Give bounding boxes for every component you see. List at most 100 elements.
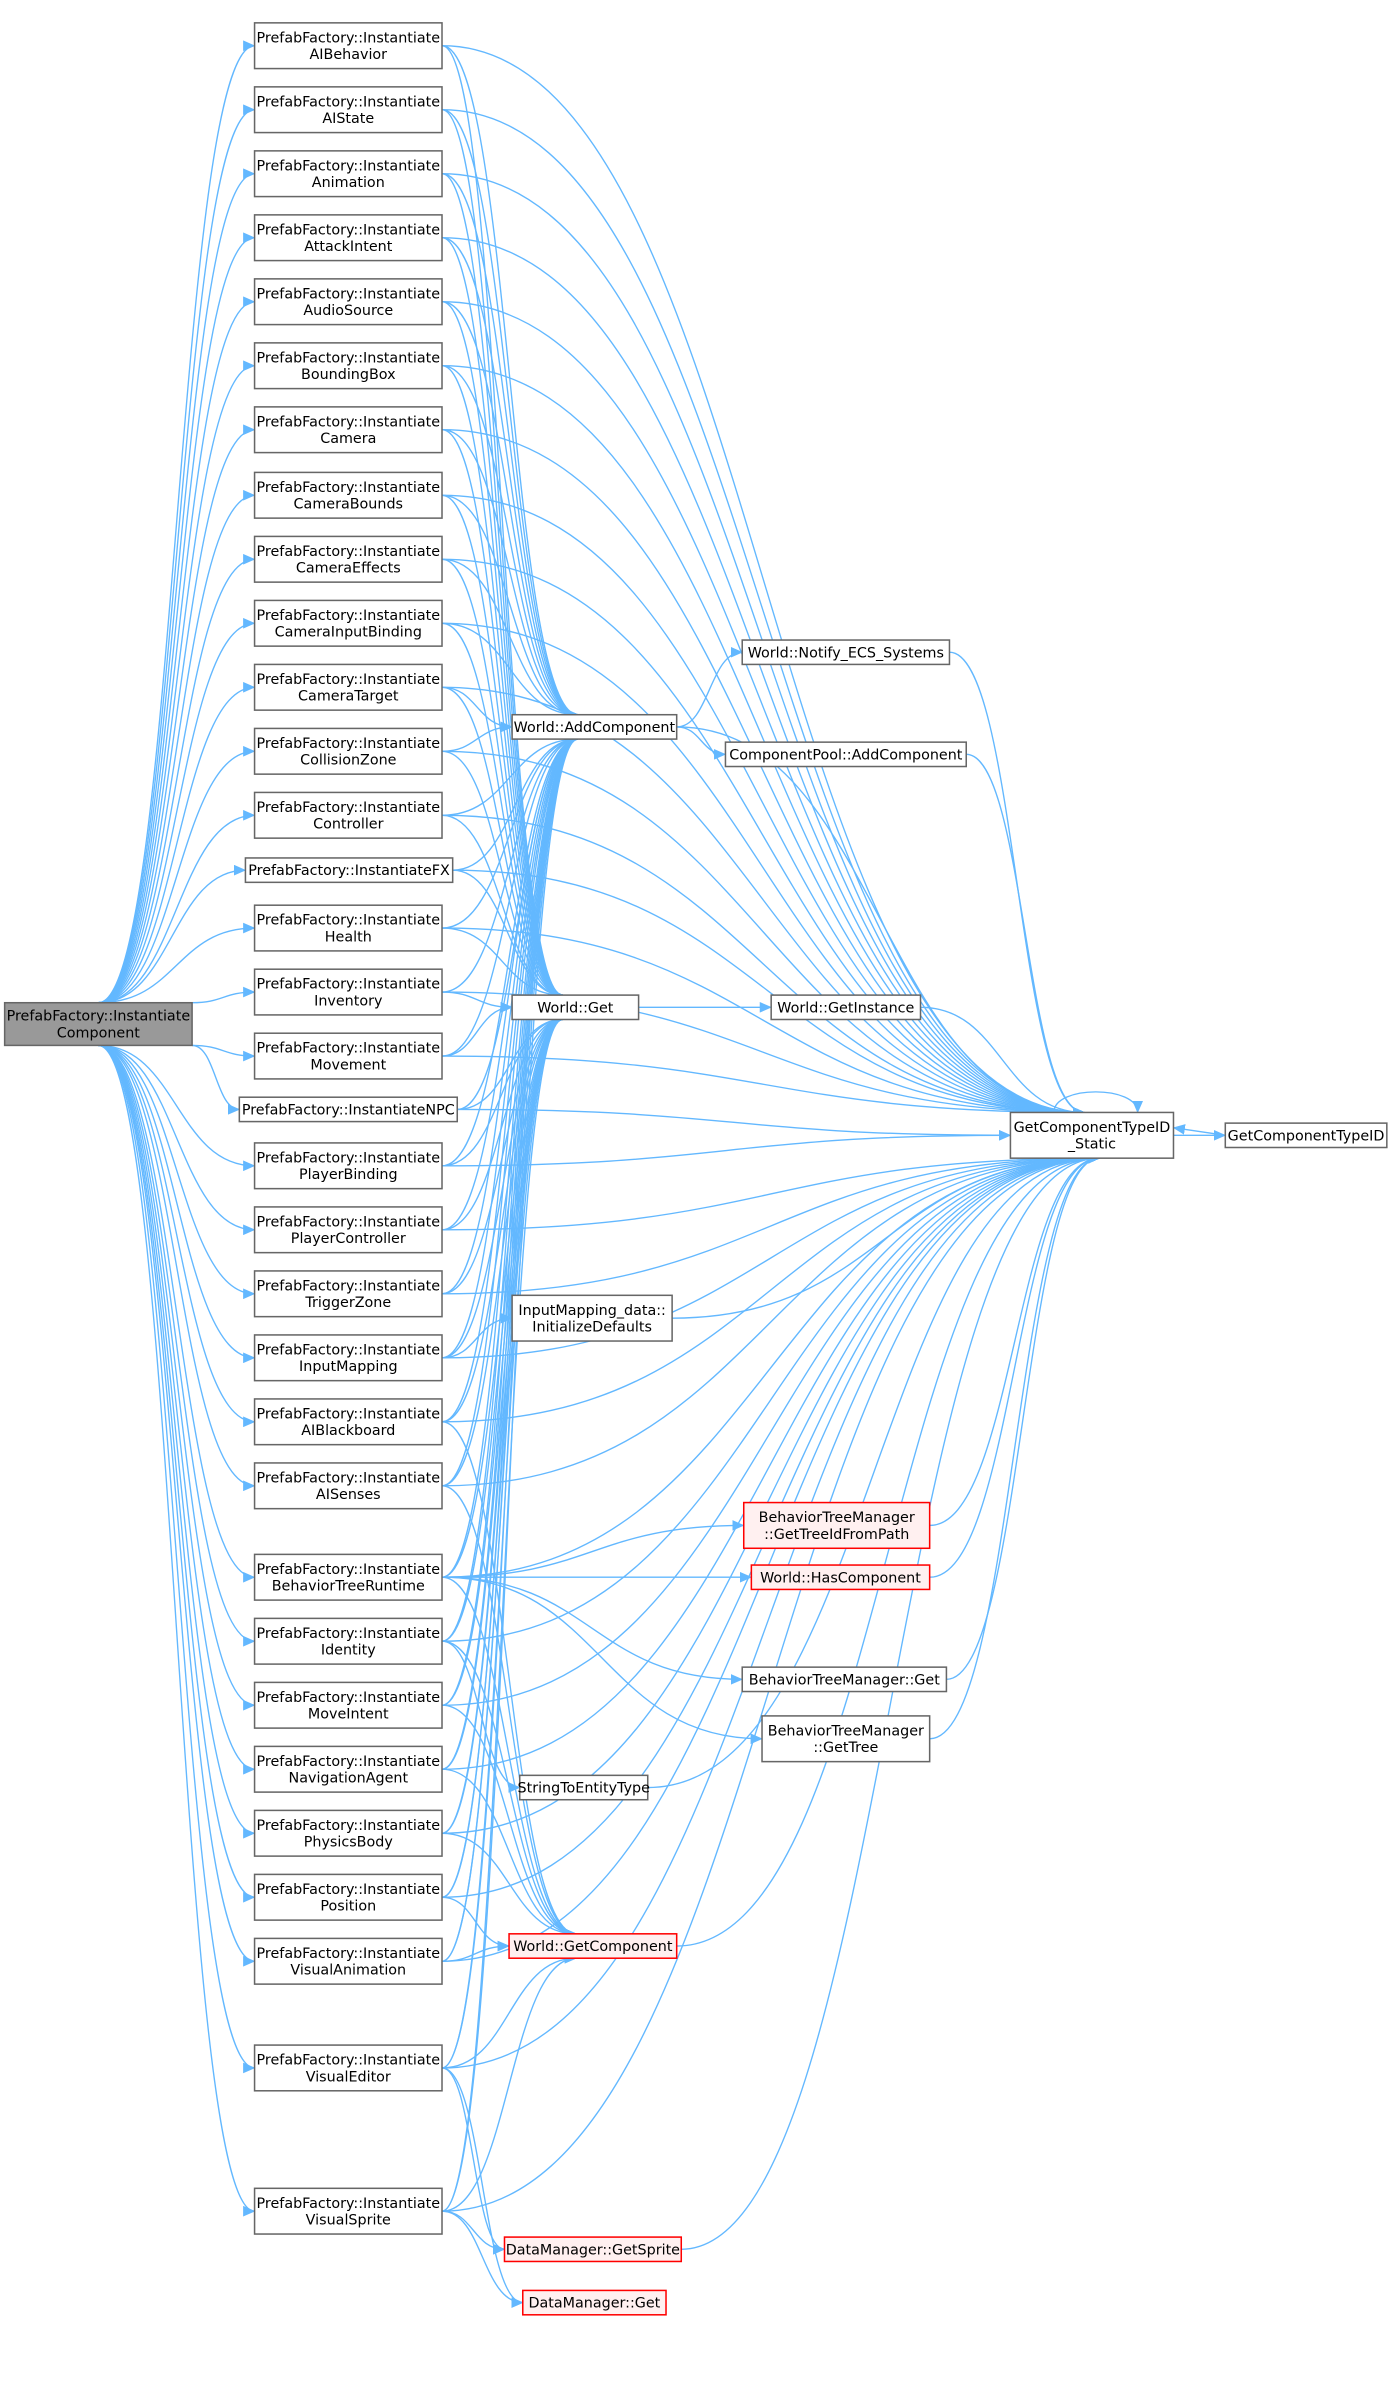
node-label: World::AddComponent: [514, 720, 676, 736]
node-box: [253, 1462, 443, 1510]
edge-root-to-inventory: [192, 986, 256, 1004]
node-box: [244, 857, 454, 884]
node-visualanimation[interactable]: PrefabFactory::InstantiateVisualAnimatio…: [253, 1937, 443, 1985]
node-label: PrefabFactory::Instantiate: [257, 350, 441, 366]
edge-root-to-visualanimation: [98, 1044, 256, 1967]
edge-inventory-to-addcomponent: [442, 733, 579, 993]
edge-aistate-to-typeidstatic: [442, 109, 1086, 1118]
node-box: [253, 727, 443, 775]
node-label: TriggerZone: [304, 1295, 391, 1311]
edge-camerainputbinding-to-addcomponent: [442, 622, 579, 721]
node-hascomponent[interactable]: World::HasComponent: [750, 1564, 931, 1591]
node-label: StringToEntityType: [518, 1781, 651, 1797]
edge-cameraeffects-to-typeidstatic: [442, 558, 1086, 1118]
node-box: [511, 713, 678, 740]
edge-root-to-playerbinding: [98, 1044, 256, 1172]
edge-root-to-attackintent: [98, 232, 256, 1004]
node-getinstance[interactable]: World::GetInstance: [770, 994, 922, 1021]
node-worldget[interactable]: World::Get: [511, 994, 640, 1021]
node-dmget[interactable]: DataManager::Get: [522, 2289, 667, 2316]
edge-collisionzone-to-addcomponent: [442, 721, 513, 752]
node-label: Component: [57, 1025, 140, 1041]
node-fx[interactable]: PrefabFactory::InstantiateFX: [244, 857, 454, 884]
edge-btruntime-to-btmget: [442, 1576, 743, 1685]
edges-layer: [98, 40, 1227, 2308]
edge-root-to-playercontroller: [98, 1044, 256, 1236]
edge-fx-to-addcomponent: [452, 733, 579, 871]
edge-root-to-fx: [98, 864, 247, 1004]
node-getsprite[interactable]: DataManager::GetSprite: [503, 2236, 683, 2263]
edge-boundingbox-to-worldget: [441, 365, 564, 1001]
node-label: NavigationAgent: [289, 1771, 409, 1787]
node-label: AttackIntent: [304, 239, 392, 255]
node-label: BehaviorTreeRuntime: [272, 1579, 425, 1595]
node-typeidstatic[interactable]: GetComponentTypeID_Static: [1009, 1111, 1175, 1159]
node-typeid[interactable]: GetComponentTypeID: [1224, 1122, 1388, 1149]
node-label: PrefabFactory::Instantiate: [257, 1150, 441, 1166]
edge-audiosource-to-worldget: [441, 301, 564, 1001]
node-getcomponent[interactable]: World::GetComponent: [508, 1933, 678, 1959]
node-addcomponent[interactable]: World::AddComponent: [511, 713, 678, 740]
node-box: [253, 150, 443, 198]
node-btmget[interactable]: BehaviorTreeManager::Get: [741, 1666, 948, 1693]
node-navagent[interactable]: PrefabFactory::InstantiateNavigationAgen…: [253, 1745, 443, 1793]
node-gettree[interactable]: BehaviorTreeManager::GetTree: [761, 1715, 931, 1763]
node-label: MoveIntent: [308, 1707, 389, 1723]
edge-playerbinding-to-typeidstatic: [442, 1129, 1012, 1167]
edge-visualsprite-to-getcomponent: [442, 1952, 577, 2212]
edge-playercontroller-to-addcomponent: [442, 733, 579, 1231]
node-gettreeid[interactable]: BehaviorTreeManager::GetTreeIdFromPath: [742, 1501, 931, 1550]
node-label: _Static: [1067, 1137, 1116, 1153]
node-pooladd[interactable]: ComponentPool::AddComponent: [724, 741, 967, 768]
edge-visualeditor-to-worldget: [441, 1014, 564, 2069]
edge-root-to-physicsbody: [98, 1044, 256, 1839]
edge-camera-to-worldget: [441, 429, 564, 1001]
edge-health-to-worldget: [442, 927, 564, 1001]
edge-aiblackboard-to-getcomponent: [442, 1421, 577, 1940]
node-camerainputbinding[interactable]: PrefabFactory::InstantiateCameraInputBin…: [253, 599, 443, 647]
node-box: [253, 1809, 443, 1857]
edge-fx-to-worldget: [452, 869, 564, 1001]
edge-root-to-collisionzone: [98, 745, 256, 1004]
edge-root-to-identity: [98, 1044, 256, 1647]
node-label: PrefabFactory::Instantiate: [257, 94, 441, 110]
edge-hascomponent-to-typeidstatic: [929, 1152, 1101, 1578]
node-stringtoentity[interactable]: StringToEntityType: [518, 1774, 651, 1801]
edge-playercontroller-to-typeidstatic: [442, 1152, 1101, 1231]
node-npc[interactable]: PrefabFactory::InstantiateNPC: [238, 1096, 459, 1123]
node-label: DataManager::GetSprite: [506, 2242, 680, 2258]
node-label: BehaviorTreeManager: [768, 1723, 924, 1739]
node-notify[interactable]: World::Notify_ECS_Systems: [741, 639, 951, 666]
node-initdefaults[interactable]: InputMapping_data::InitializeDefaults: [511, 1294, 673, 1342]
node-playercontroller[interactable]: PrefabFactory::InstantiatePlayerControll…: [253, 1206, 443, 1254]
node-label: PrefabFactory::Instantiate: [257, 222, 441, 238]
node-btruntime[interactable]: PrefabFactory::InstantiateBehaviorTreeRu…: [253, 1553, 443, 1601]
